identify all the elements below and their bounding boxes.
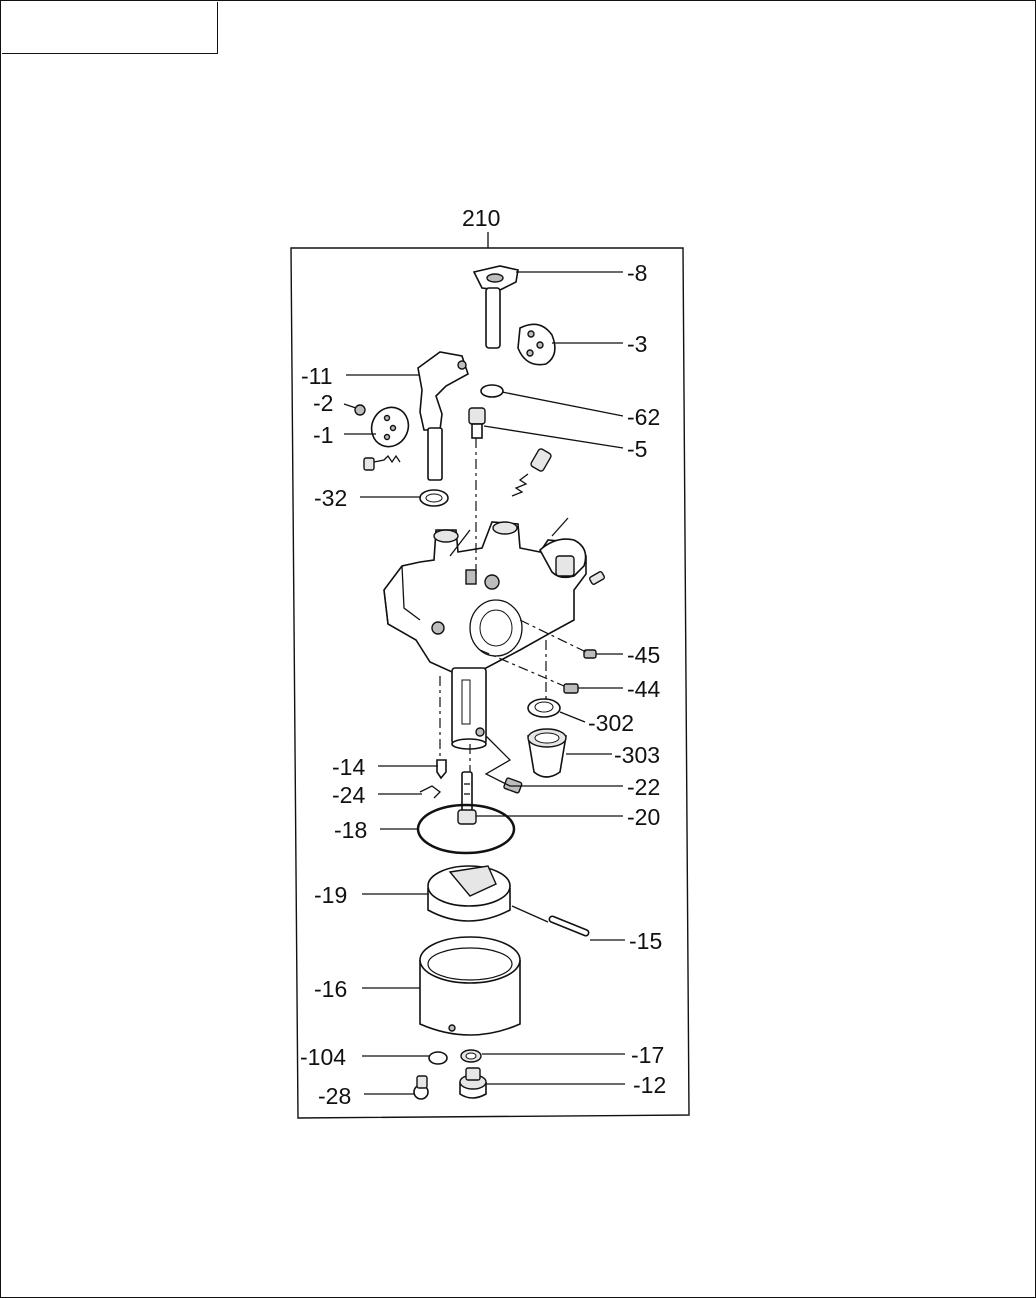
callout-1: -1: [313, 422, 333, 448]
screw-2-part: [354, 404, 366, 416]
screw-45-part: [583, 649, 597, 659]
assembly-number-label: 210: [462, 205, 500, 231]
mixture-screw-part: [511, 448, 552, 497]
callout-45: -45: [627, 642, 660, 668]
choke-shaft-part: [472, 265, 519, 349]
carburetor-body-part: [383, 521, 587, 673]
callout-5: -5: [627, 436, 647, 462]
gasket-302-part: [527, 698, 561, 718]
callout-15: -15: [629, 928, 662, 954]
callout-302: -302: [588, 710, 634, 736]
callout-14: -14: [332, 754, 365, 780]
leader-lines: [343, 271, 625, 1095]
screw-44-part: [563, 683, 579, 694]
washer-104-part: [428, 1051, 448, 1065]
header-box: [2, 2, 218, 54]
callout-22: -22: [627, 774, 660, 800]
callout-19: -19: [314, 882, 347, 908]
callout-28: -28: [318, 1083, 351, 1109]
float-bowl-part: [419, 936, 521, 1036]
float-part: [427, 865, 511, 922]
callout-18: -18: [334, 817, 367, 843]
callout-62: -62: [627, 404, 660, 430]
cap-303-part: [527, 728, 567, 778]
throttle-plate-part: [370, 406, 410, 448]
callout-8: -8: [627, 260, 647, 286]
callout-11: -11: [301, 363, 333, 389]
callout-12: -12: [633, 1072, 666, 1098]
washer-62-part: [480, 384, 504, 398]
idle-screw-part: [363, 454, 401, 471]
callout-24: -24: [332, 782, 365, 808]
needle-14-part: [436, 759, 447, 780]
main-jet-tube-part: [457, 771, 477, 825]
callout-3: -3: [627, 331, 647, 357]
washer-17-part: [460, 1049, 482, 1063]
callout-20: -20: [627, 804, 660, 830]
drain-screw-part: [413, 1075, 429, 1100]
emulsion-tube-part: [451, 667, 487, 750]
jet-screw-part: [468, 407, 486, 439]
callout-104: -104: [300, 1044, 346, 1070]
float-pin-part: [548, 915, 590, 937]
callout-32: -32: [314, 485, 347, 511]
bowl-nut-part: [459, 1067, 487, 1099]
callout-16: -16: [314, 976, 347, 1002]
callout-44: -44: [627, 676, 660, 702]
clip-24-part: [419, 785, 441, 799]
callout-17: -17: [631, 1042, 664, 1068]
centerlines: [439, 438, 587, 772]
assembly-frame: [290, 247, 690, 1119]
callout-2: -2: [313, 390, 333, 416]
fuel-inlet-screw-part: [588, 571, 606, 585]
callout-303: -303: [614, 742, 660, 768]
throttle-lever-part: [417, 351, 469, 481]
choke-plate-part: [517, 323, 556, 366]
